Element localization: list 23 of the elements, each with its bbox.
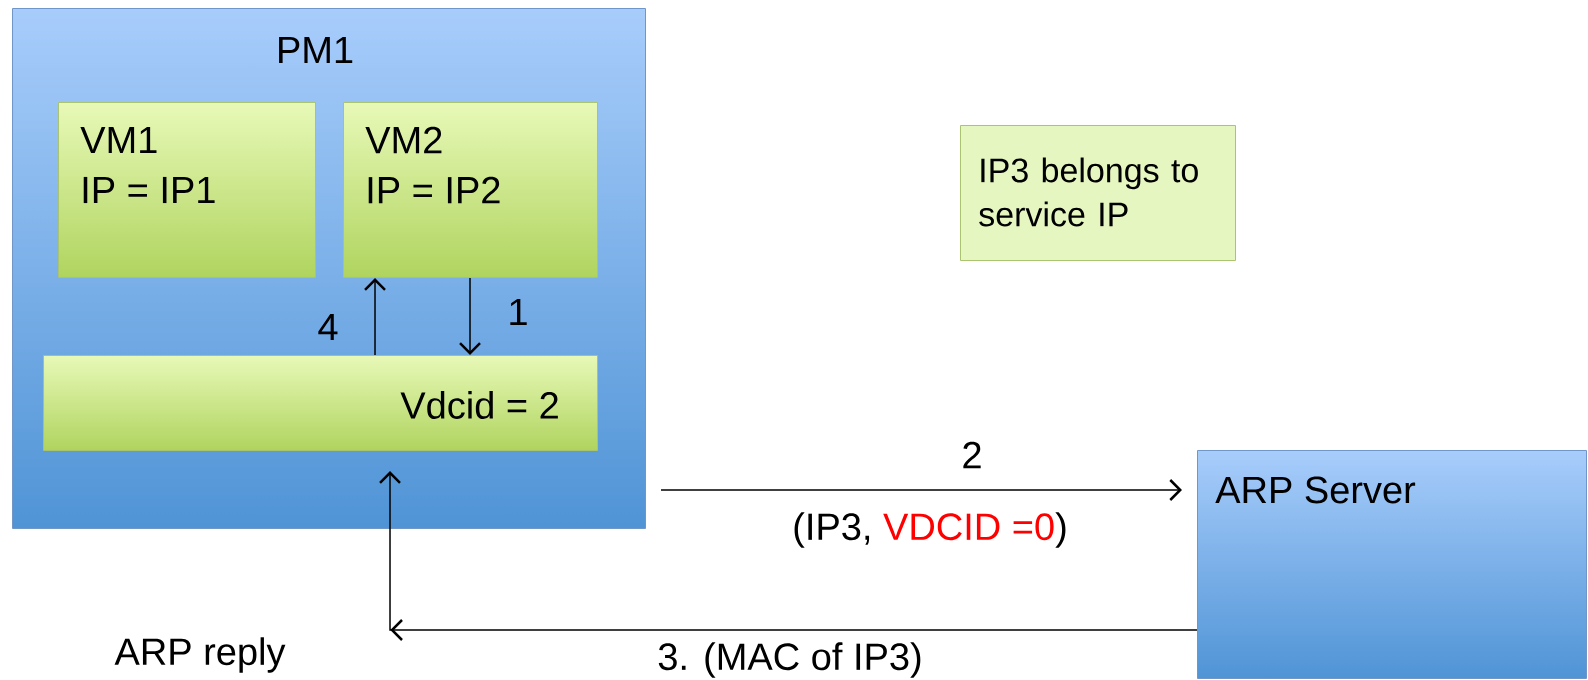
edge-label: 1 bbox=[510, 298, 527, 326]
edge-label: 4 bbox=[318, 313, 338, 341]
vm-box bbox=[58, 102, 316, 278]
node-label: PM1 bbox=[279, 36, 353, 64]
node-label: ARP Server bbox=[1215, 476, 1416, 504]
node-title: VM2 bbox=[365, 126, 442, 154]
message-label: (IP3, VDCID =0) bbox=[794, 512, 1066, 548]
node-label: IP = IP1 bbox=[83, 176, 215, 204]
arrow bbox=[364, 278, 386, 356]
server-box bbox=[1197, 450, 1587, 679]
switch-bar bbox=[43, 355, 598, 451]
node-title: VM1 bbox=[80, 126, 157, 154]
arrow bbox=[459, 277, 481, 355]
text-label: ARP reply bbox=[114, 637, 286, 673]
node-label: IP = IP2 bbox=[368, 176, 500, 204]
note-box bbox=[960, 125, 1236, 261]
node-label: Vdcid = 2 bbox=[400, 391, 558, 419]
vm-box bbox=[343, 102, 598, 278]
arrow bbox=[660, 479, 1182, 501]
edge-label: 2 bbox=[963, 441, 981, 469]
arrow bbox=[379, 471, 1198, 641]
note-text: IP3 belongs to service IP bbox=[979, 157, 1198, 227]
edge-label: 3. (MAC of IP3) bbox=[658, 642, 921, 678]
